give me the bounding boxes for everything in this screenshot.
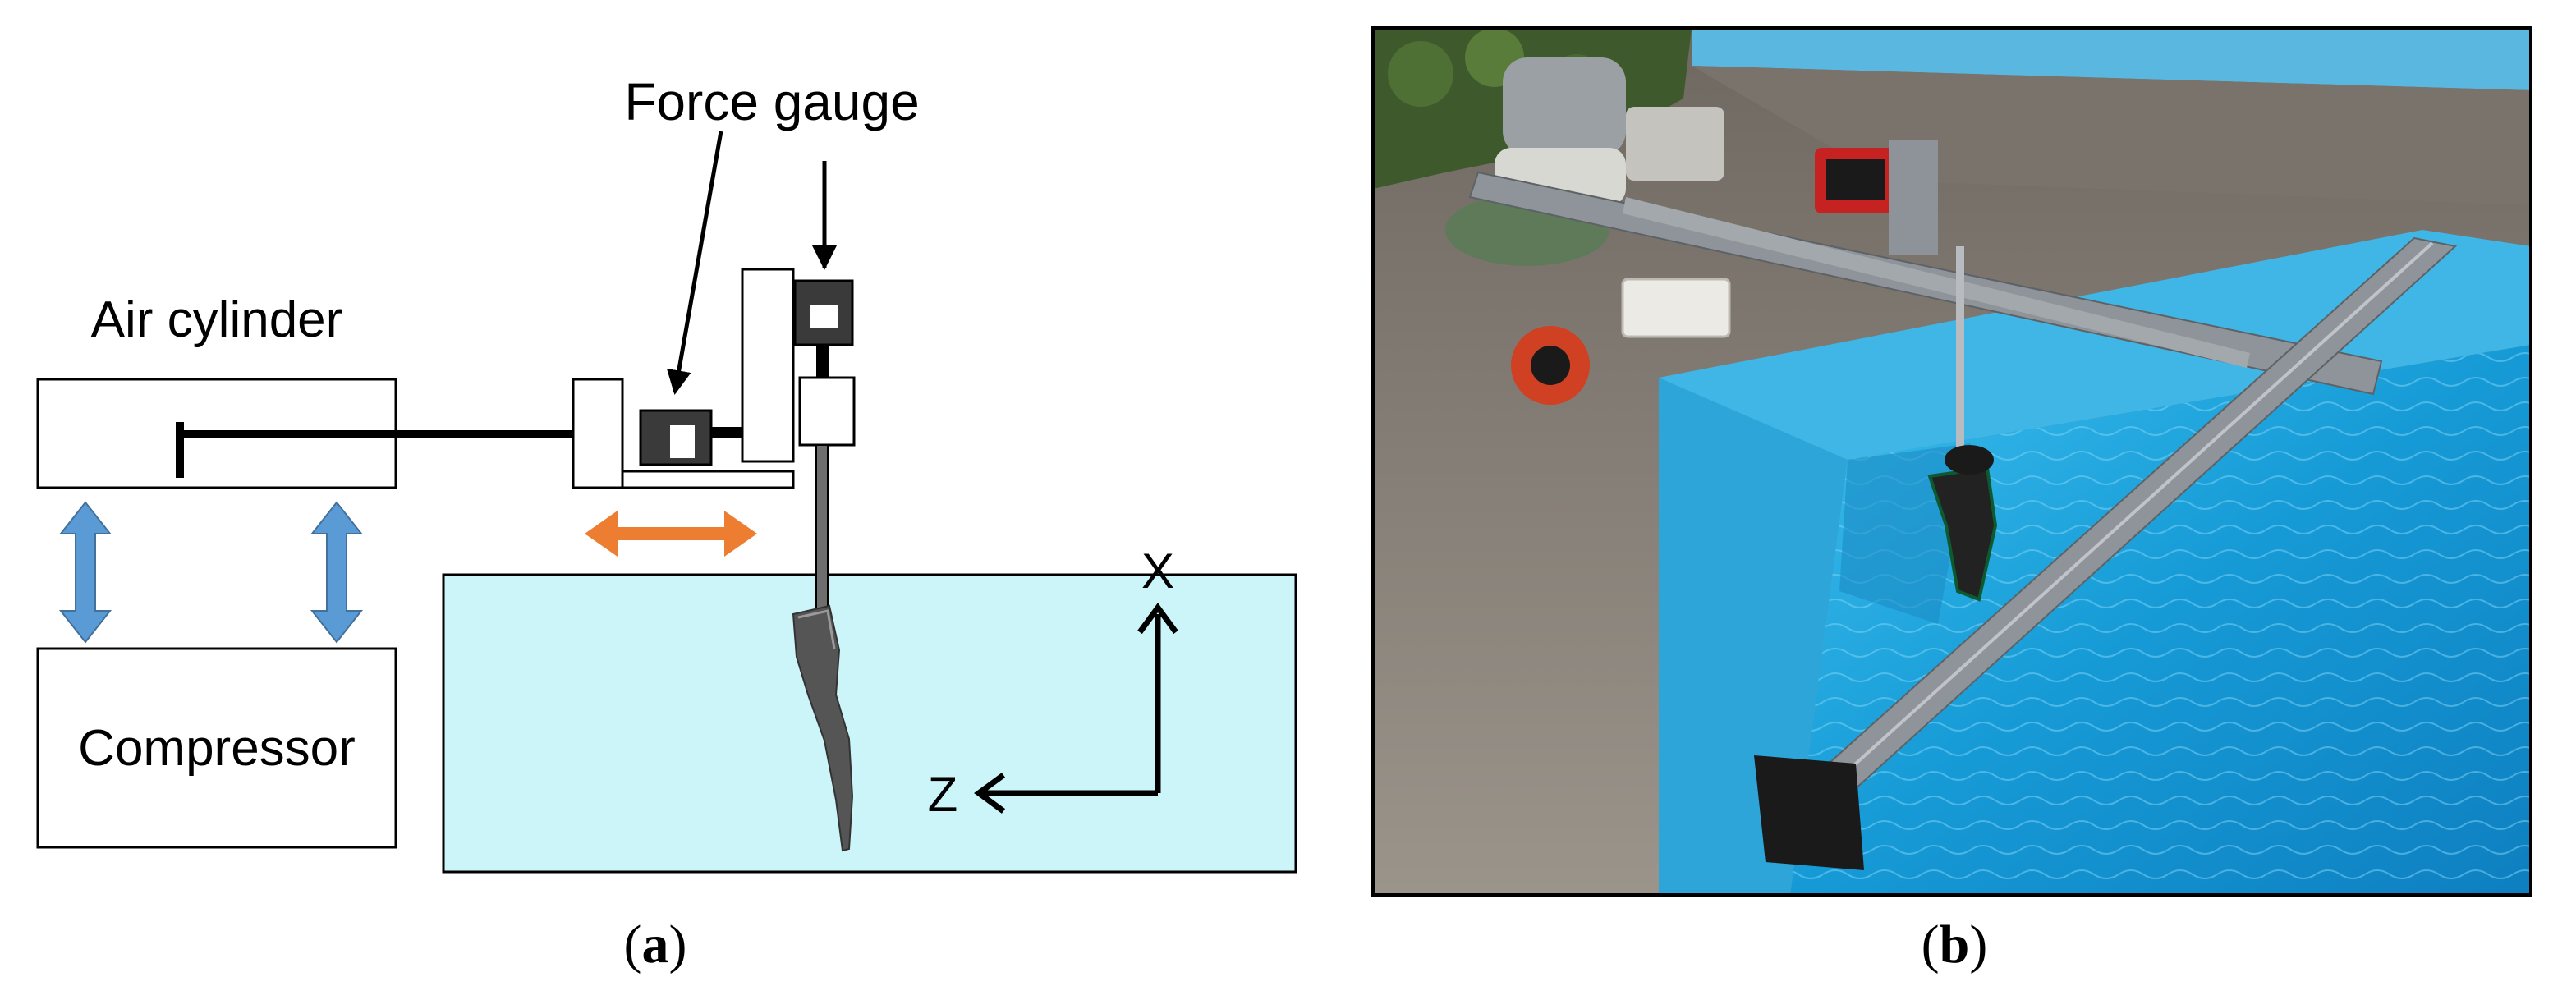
gauge-mount bbox=[798, 376, 856, 447]
compressor-box bbox=[36, 647, 397, 849]
photo-background-pool-wall bbox=[1692, 28, 2531, 90]
fin-shaft bbox=[815, 444, 829, 620]
compressor-label: Compressor bbox=[78, 720, 356, 777]
water-tank bbox=[442, 573, 1297, 874]
air-flow-arrow-left bbox=[58, 501, 112, 644]
carriage-motion-arrow bbox=[585, 511, 757, 557]
gauge-link bbox=[711, 427, 744, 438]
fin-blade bbox=[792, 604, 854, 852]
force-gauge-label: Force gauge bbox=[624, 72, 919, 131]
gauge-stem bbox=[816, 345, 829, 378]
vertical-force-gauge-window bbox=[810, 305, 838, 328]
carriage-base-plate bbox=[621, 470, 795, 489]
photo-fin-shaft bbox=[1956, 246, 1964, 476]
piston-head bbox=[176, 422, 184, 478]
horizontal-force-gauge-window bbox=[670, 425, 695, 458]
caption-b: (b) bbox=[1922, 915, 1988, 975]
axis-x-label: X bbox=[1141, 544, 1174, 599]
schematic-panel: Force gauge Air cylinder Compressor X Z bbox=[36, 72, 1297, 975]
carriage-block bbox=[572, 378, 624, 489]
photo-motor bbox=[1503, 57, 1626, 156]
photo-panel: (b) bbox=[1371, 26, 2532, 975]
force-gauge-pointer-horizontal bbox=[666, 131, 723, 395]
upright-plate bbox=[741, 268, 795, 463]
piston-rod bbox=[184, 430, 576, 438]
coordinate-axes: X Z bbox=[928, 544, 1178, 822]
photo-frame-border bbox=[1371, 26, 2532, 897]
photo-pool-wall bbox=[1659, 230, 2531, 895]
air-cylinder-label: Air cylinder bbox=[91, 291, 343, 348]
photo-junction-box bbox=[1621, 278, 1731, 338]
caption-a: (a) bbox=[624, 915, 687, 975]
air-flow-arrow-right bbox=[310, 501, 364, 644]
axis-z-label: Z bbox=[928, 767, 958, 822]
